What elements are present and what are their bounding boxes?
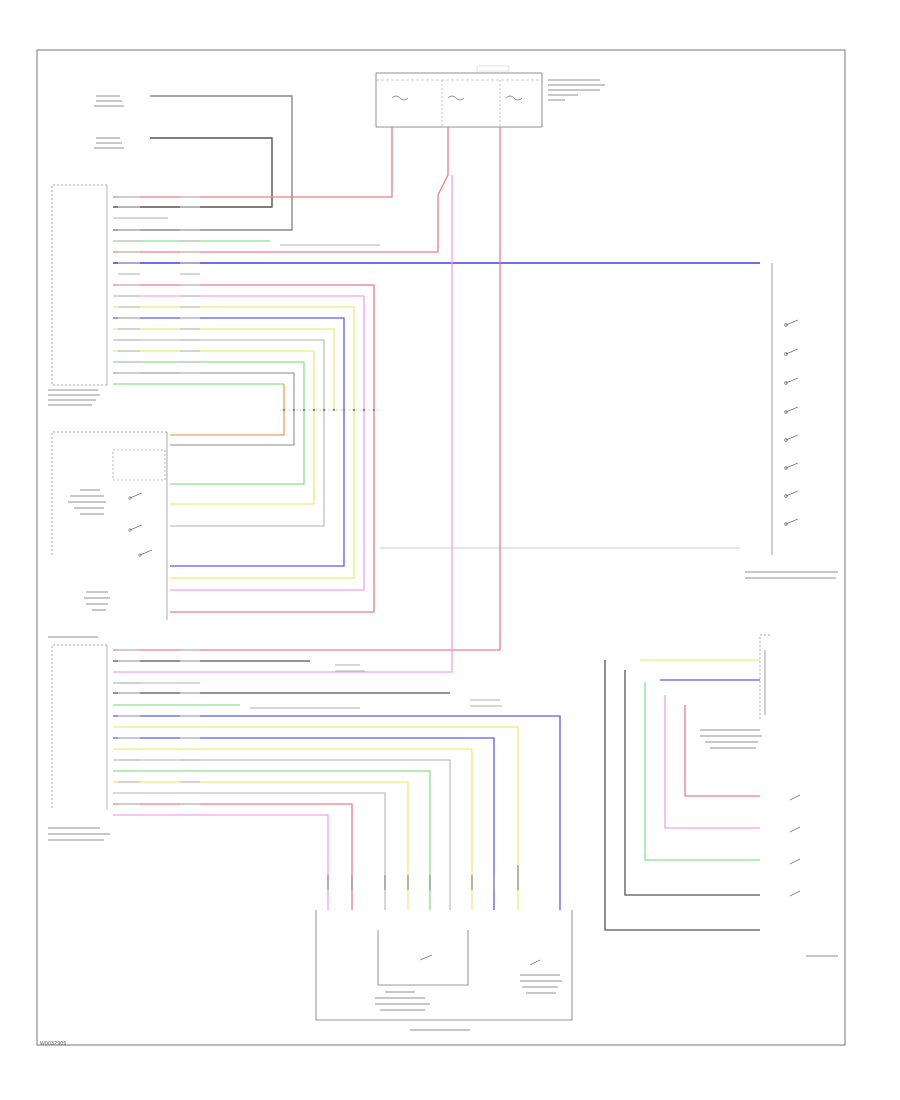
left-switch-block xyxy=(51,431,168,620)
switch-icon xyxy=(419,954,541,966)
fuse-box xyxy=(375,65,543,128)
ground-labels-top-left xyxy=(94,95,124,149)
left-harness xyxy=(113,127,760,613)
harness-wire-labels xyxy=(118,196,380,374)
switch-icon xyxy=(128,492,153,557)
switch-icon xyxy=(789,794,801,897)
switch-icon xyxy=(784,319,799,526)
right-switch-block xyxy=(380,263,838,579)
bottom-connector xyxy=(315,865,573,1031)
bottom-right-switch xyxy=(604,634,838,957)
right-seat-module xyxy=(48,636,110,841)
fuse-box-label xyxy=(548,79,605,101)
diagram-frame xyxy=(36,49,846,1046)
left-seat-module xyxy=(48,184,108,406)
right-harness xyxy=(113,127,561,910)
top-left-wires xyxy=(113,95,293,231)
fuse-icon xyxy=(391,95,523,101)
page-id-label: W0032906 xyxy=(40,1041,67,1047)
right-harness-labels xyxy=(118,649,502,805)
splice-row xyxy=(280,408,378,412)
